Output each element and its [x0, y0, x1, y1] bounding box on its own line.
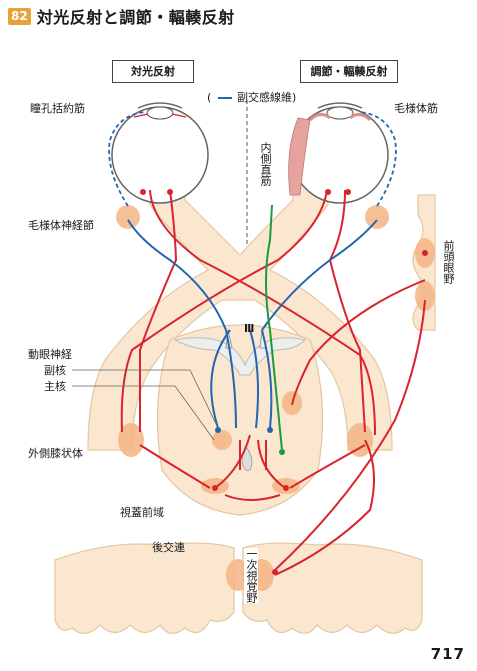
green-motor-pathway	[265, 204, 283, 451]
label-main-nucleus: 主核	[44, 380, 66, 393]
label-frontal-eye-field: 前頭眼野	[442, 240, 455, 284]
light-reflex-box: 対光反射	[112, 60, 194, 83]
label-accessory-nucleus: 副核	[44, 364, 66, 377]
label-oculomotor-nerve: 動眼神経	[28, 348, 72, 361]
optic-pathway-tissue	[54, 184, 436, 634]
label-ciliary-ganglion: 毛様体神経節	[28, 219, 94, 232]
green-terminal	[279, 449, 285, 455]
medial-rectus-muscle	[288, 117, 311, 196]
label-posterior-commissure: 後交連	[152, 541, 185, 554]
right-eye	[291, 102, 389, 204]
page-number: 717	[430, 645, 465, 663]
red-pathways	[120, 189, 426, 576]
label-cn3: Ⅲ	[244, 322, 255, 335]
blue-dashed	[108, 111, 397, 207]
red-terminals	[140, 189, 428, 575]
label-pretectal: 視蓋前域	[120, 506, 164, 519]
legend-text: 副交感線維)	[237, 91, 297, 104]
label-ciliary-muscle: 毛様体筋	[394, 102, 438, 115]
figure-title: 82 対光反射と調節・輻輳反射	[8, 4, 235, 28]
accommodation-box: 調節・輻輳反射	[300, 60, 398, 83]
label-visual-cortex: 一次視覚野	[244, 548, 258, 603]
leader-lines	[72, 369, 219, 441]
left-eye	[111, 102, 209, 204]
legend-open-paren: (	[207, 91, 212, 104]
blue-pathways	[127, 219, 378, 429]
label-sphincter: 瞳孔括約筋	[30, 102, 85, 115]
figure-number-badge: 82	[8, 7, 31, 25]
label-lgn: 外側膝状体	[28, 447, 83, 460]
label-medial-rectus: 内側直筋	[259, 142, 272, 186]
blue-nuclei-dots	[215, 427, 273, 433]
figure-title-text: 対光反射と調節・輻輳反射	[36, 8, 235, 27]
